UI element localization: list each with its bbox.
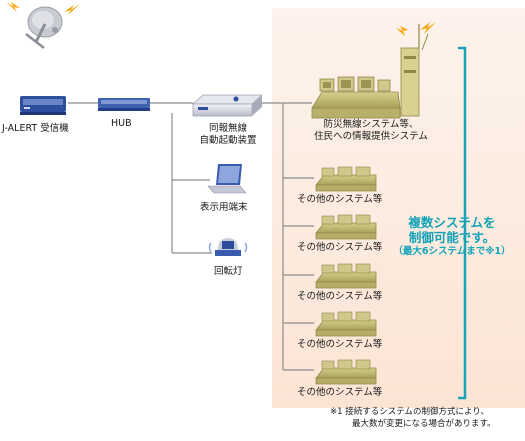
other-system-label: その他のシステム等 — [297, 242, 383, 253]
disaster-system-line-2: 住民への情報提供システム — [314, 131, 428, 142]
connection-lines — [68, 102, 314, 371]
callout-line-3: （最大6システムまで※1） — [393, 246, 511, 257]
terminal-label: 表示用端末 — [200, 202, 248, 213]
auto-start-device-icon — [191, 94, 264, 117]
other-system-console-icon — [315, 311, 377, 337]
disaster-system-line-1: 防災無線システム等、 — [323, 119, 419, 130]
auto-start-line-2: 自動起動装置 — [199, 135, 257, 146]
auto-start-device-label: 同報無線 自動起動装置 — [188, 123, 268, 147]
auto-start-line-1: 同報無線 — [208, 123, 247, 134]
rotating-lamp-icon — [208, 238, 248, 256]
lamp-label: 回転灯 — [214, 266, 243, 277]
systems-panel — [272, 8, 525, 408]
radio-tower-icon — [396, 22, 436, 117]
other-system-console-icon — [315, 214, 377, 240]
other-system-console-icon — [315, 263, 377, 289]
systems-bracket — [458, 46, 467, 400]
other-system-label: その他のシステム等 — [297, 291, 383, 302]
hub-label: HUB — [111, 118, 132, 129]
hub-icon — [98, 98, 150, 111]
other-system-console-icon — [315, 359, 377, 385]
callout-line-2: 制御可能です。 — [408, 230, 496, 245]
disaster-radio-console-icon — [311, 76, 401, 119]
other-system-console-icon — [315, 166, 377, 192]
jalert-label: J-ALERT 受信機 — [2, 123, 69, 134]
multi-system-callout: 複数システムを 制御可能です。 （最大6システムまで※1） — [388, 215, 516, 258]
footnote: ※1 接続するシステムの制御方式により、 最大数が変更になる場合があります。 — [330, 406, 522, 430]
other-system-label: その他のシステム等 — [297, 339, 383, 350]
other-system-label: その他のシステム等 — [297, 387, 383, 398]
footnote-line-1: ※1 接続するシステムの制御方式により、 — [330, 407, 489, 417]
lightning-icon — [6, 2, 80, 15]
other-system-label: その他のシステム等 — [297, 194, 383, 205]
satellite-dish-icon — [25, 6, 63, 49]
jalert-receiver-icon — [20, 96, 66, 115]
footnote-line-2: 最大数が変更になる場合があります。 — [352, 419, 496, 429]
disaster-system-label: 防災無線システム等、 住民への情報提供システム — [296, 119, 446, 143]
laptop-icon — [207, 164, 247, 194]
callout-line-1: 複数システムを — [408, 215, 496, 230]
